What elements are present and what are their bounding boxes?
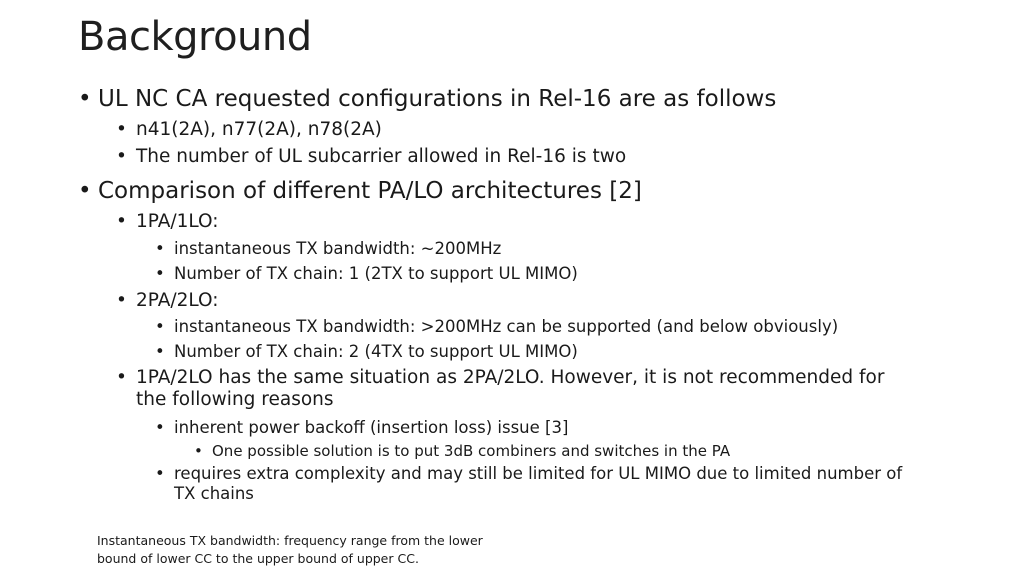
bullet-item: • 1PA/2LO has the same situation as 2PA/… (116, 367, 884, 411)
bullet-text: Number of TX chain: 2 (4TX to support UL… (174, 342, 578, 361)
bullet-text-continuation: TX chains (174, 484, 254, 503)
bullet-item: • requires extra complexity and may stil… (155, 464, 902, 504)
bullet-item: • instantaneous TX bandwidth: >200MHz ca… (155, 317, 838, 336)
footnote-line: bound of lower CC to the upper bound of … (97, 551, 419, 566)
bullet-text: requires extra complexity and may still … (174, 464, 903, 483)
bullet-dot-icon: • (155, 317, 165, 336)
bullet-dot-icon: • (78, 86, 92, 112)
bullet-text: instantaneous TX bandwidth: >200MHz can … (174, 317, 839, 336)
footnote: Instantaneous TX bandwidth: frequency ra… (97, 532, 483, 568)
bullet-text: instantaneous TX bandwidth: ~200MHz (174, 239, 502, 258)
bullet-item: • n41(2A), n77(2A), n78(2A) (116, 119, 382, 140)
bullet-item: • UL NC CA requested configurations in R… (78, 86, 776, 112)
bullet-item: • 1PA/1LO: (116, 211, 219, 232)
bullet-text: inherent power backoff (insertion loss) … (174, 418, 569, 437)
bullet-dot-icon: • (194, 442, 203, 460)
bullet-dot-icon: • (155, 239, 165, 258)
bullet-item: • One possible solution is to put 3dB co… (194, 442, 730, 460)
bullet-dot-icon: • (116, 290, 127, 311)
bullet-text: Number of TX chain: 1 (2TX to support UL… (174, 264, 578, 283)
bullet-text: Comparison of different PA/LO architectu… (98, 178, 642, 204)
bullet-dot-icon: • (116, 119, 127, 140)
bullet-text: n41(2A), n77(2A), n78(2A) (136, 119, 382, 140)
slide-title: Background (78, 14, 312, 60)
bullet-item: • Comparison of different PA/LO architec… (78, 178, 642, 204)
bullet-text-continuation: the following reasons (136, 389, 334, 410)
footnote-line: Instantaneous TX bandwidth: frequency ra… (97, 533, 483, 548)
bullet-dot-icon: • (78, 178, 92, 204)
bullet-item: • inherent power backoff (insertion loss… (155, 418, 568, 437)
bullet-dot-icon: • (116, 367, 127, 388)
bullet-item: • instantaneous TX bandwidth: ~200MHz (155, 239, 501, 258)
bullet-item: • The number of UL subcarrier allowed in… (116, 146, 626, 167)
bullet-text: 2PA/2LO: (136, 290, 219, 311)
bullet-text: The number of UL subcarrier allowed in R… (136, 146, 627, 167)
bullet-text: 1PA/1LO: (136, 211, 219, 232)
bullet-item: • Number of TX chain: 2 (4TX to support … (155, 342, 578, 361)
bullet-text: One possible solution is to put 3dB comb… (212, 442, 731, 460)
bullet-dot-icon: • (116, 146, 127, 167)
bullet-dot-icon: • (155, 464, 165, 483)
bullet-text: UL NC CA requested configurations in Rel… (98, 86, 777, 112)
bullet-dot-icon: • (155, 342, 165, 361)
bullet-dot-icon: • (116, 211, 127, 232)
bullet-dot-icon: • (155, 264, 165, 283)
bullet-item: • Number of TX chain: 1 (2TX to support … (155, 264, 578, 283)
bullet-dot-icon: • (155, 418, 165, 437)
bullet-item: • 2PA/2LO: (116, 290, 219, 311)
bullet-text: 1PA/2LO has the same situation as 2PA/2L… (136, 367, 885, 388)
